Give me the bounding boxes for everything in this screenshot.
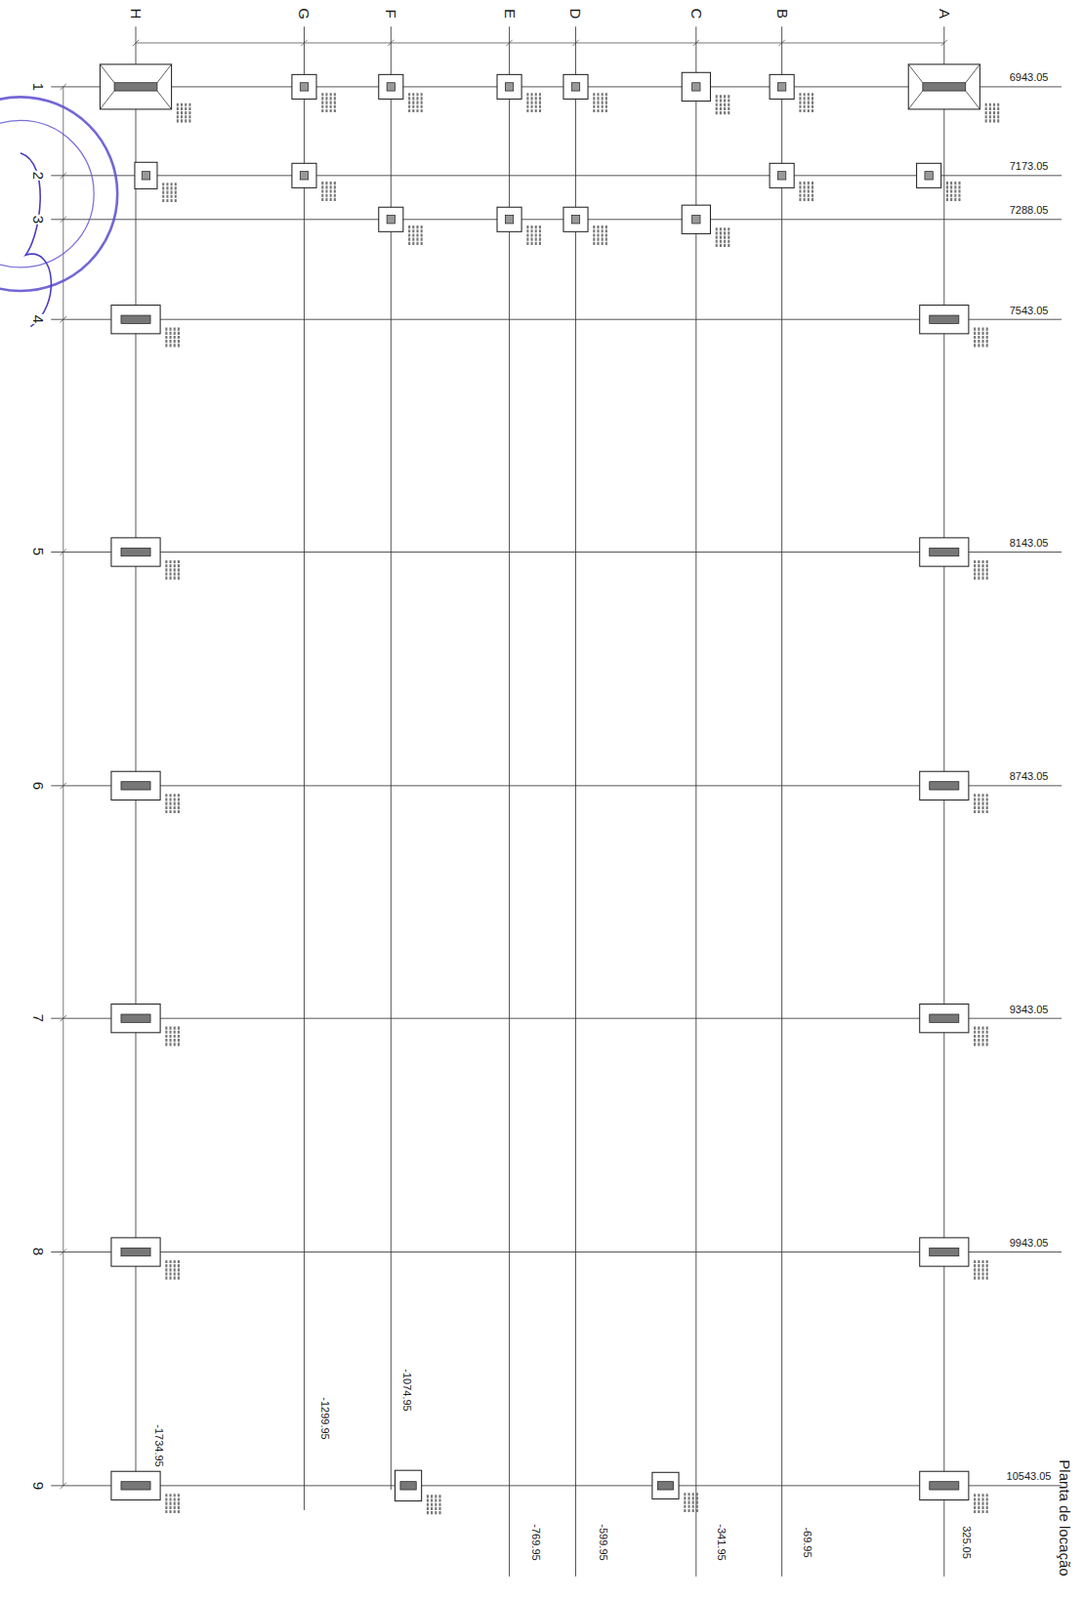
axis-lines [135, 26, 945, 1578]
footing [919, 1471, 988, 1515]
footing [919, 771, 988, 815]
coordinate-value: -769.95 [529, 1524, 541, 1563]
axis-line [575, 26, 577, 1578]
footing [919, 1004, 988, 1048]
axis-letter: H [128, 6, 144, 20]
row-line [50, 1485, 1062, 1487]
row-line [50, 218, 1062, 220]
axis-letter: E [501, 7, 517, 20]
footing [291, 74, 335, 114]
footing [563, 207, 607, 247]
axis-letter: G [296, 6, 312, 21]
axis-number: 7 [30, 1013, 45, 1024]
axis-line [303, 26, 305, 1511]
footing [917, 163, 960, 203]
coordinate-value: 7543.05 [1008, 304, 1050, 316]
footing [291, 163, 335, 203]
footing [394, 1470, 440, 1516]
coordinate-value: 6943.05 [1008, 72, 1050, 84]
coordinate-value: -599.95 [596, 1524, 608, 1563]
footing [378, 207, 422, 247]
coordinate-value: 10543.05 [1005, 1471, 1053, 1483]
footing [919, 1238, 988, 1282]
axis-number: 8 [30, 1247, 45, 1257]
footing [681, 205, 729, 249]
row-lines [50, 86, 1062, 1487]
coordinate-value: -341.95 [714, 1524, 726, 1563]
axis-letter: D [568, 6, 584, 20]
coordinate-value: -1734.95 [153, 1423, 165, 1468]
stamp [0, 96, 118, 327]
drawing-caption: Planta de locação [1057, 1460, 1073, 1578]
axis-letter: B [774, 7, 790, 20]
axis-line [781, 26, 783, 1578]
row-line [50, 551, 1062, 553]
footing [111, 771, 179, 815]
coordinate-value: -1299.95 [319, 1396, 331, 1441]
coordinate-value: 9343.05 [1008, 1003, 1050, 1015]
axis-letter: A [936, 7, 952, 20]
footing [652, 1472, 698, 1514]
footing [769, 74, 813, 114]
footings [99, 64, 999, 1516]
footing [908, 64, 999, 125]
footing [111, 1471, 179, 1515]
footing [769, 163, 813, 203]
dimension-line [132, 40, 948, 46]
axis-number: 6 [30, 781, 45, 792]
coordinate-value: 8143.05 [1008, 538, 1050, 549]
axis-line [508, 26, 510, 1578]
footing [497, 207, 541, 247]
footing [111, 305, 179, 349]
footing [681, 72, 729, 116]
axis-number: 5 [30, 546, 45, 557]
footing [497, 74, 541, 114]
coordinate-value: 7173.05 [1008, 161, 1050, 172]
footing [111, 1238, 179, 1282]
axis-line [135, 26, 137, 1501]
axis-number: 1 [30, 82, 45, 92]
coordinate-value: 8743.05 [1008, 771, 1050, 783]
axis-number: 4 [30, 314, 45, 325]
row-line [50, 319, 1062, 321]
row-line [50, 1018, 1062, 1020]
footing [919, 305, 988, 349]
row-line [50, 174, 1062, 176]
footing [378, 74, 422, 114]
axis-letter: C [688, 6, 704, 20]
coordinate-value: 325.05 [959, 1526, 971, 1562]
row-line [50, 785, 1062, 787]
axis-number: 2 [30, 170, 45, 181]
footing [99, 64, 190, 125]
footing [919, 538, 988, 582]
axis-letter: F [383, 7, 399, 19]
axis-line [390, 26, 392, 1491]
coordinate-value: -69.95 [800, 1527, 812, 1560]
axis-number: 3 [30, 214, 45, 225]
footing [111, 538, 179, 582]
footing [111, 1004, 179, 1048]
dimension-line [60, 83, 67, 1490]
footing [563, 74, 607, 114]
axis-line [943, 26, 945, 1578]
row-line [50, 1251, 1062, 1253]
coordinate-value: -1074.95 [400, 1368, 412, 1413]
coordinate-value: 9943.05 [1008, 1238, 1050, 1250]
axis-number: 9 [30, 1481, 45, 1492]
footing [134, 162, 176, 204]
coordinate-value: 7288.05 [1008, 205, 1050, 216]
axis-line [695, 26, 697, 1578]
